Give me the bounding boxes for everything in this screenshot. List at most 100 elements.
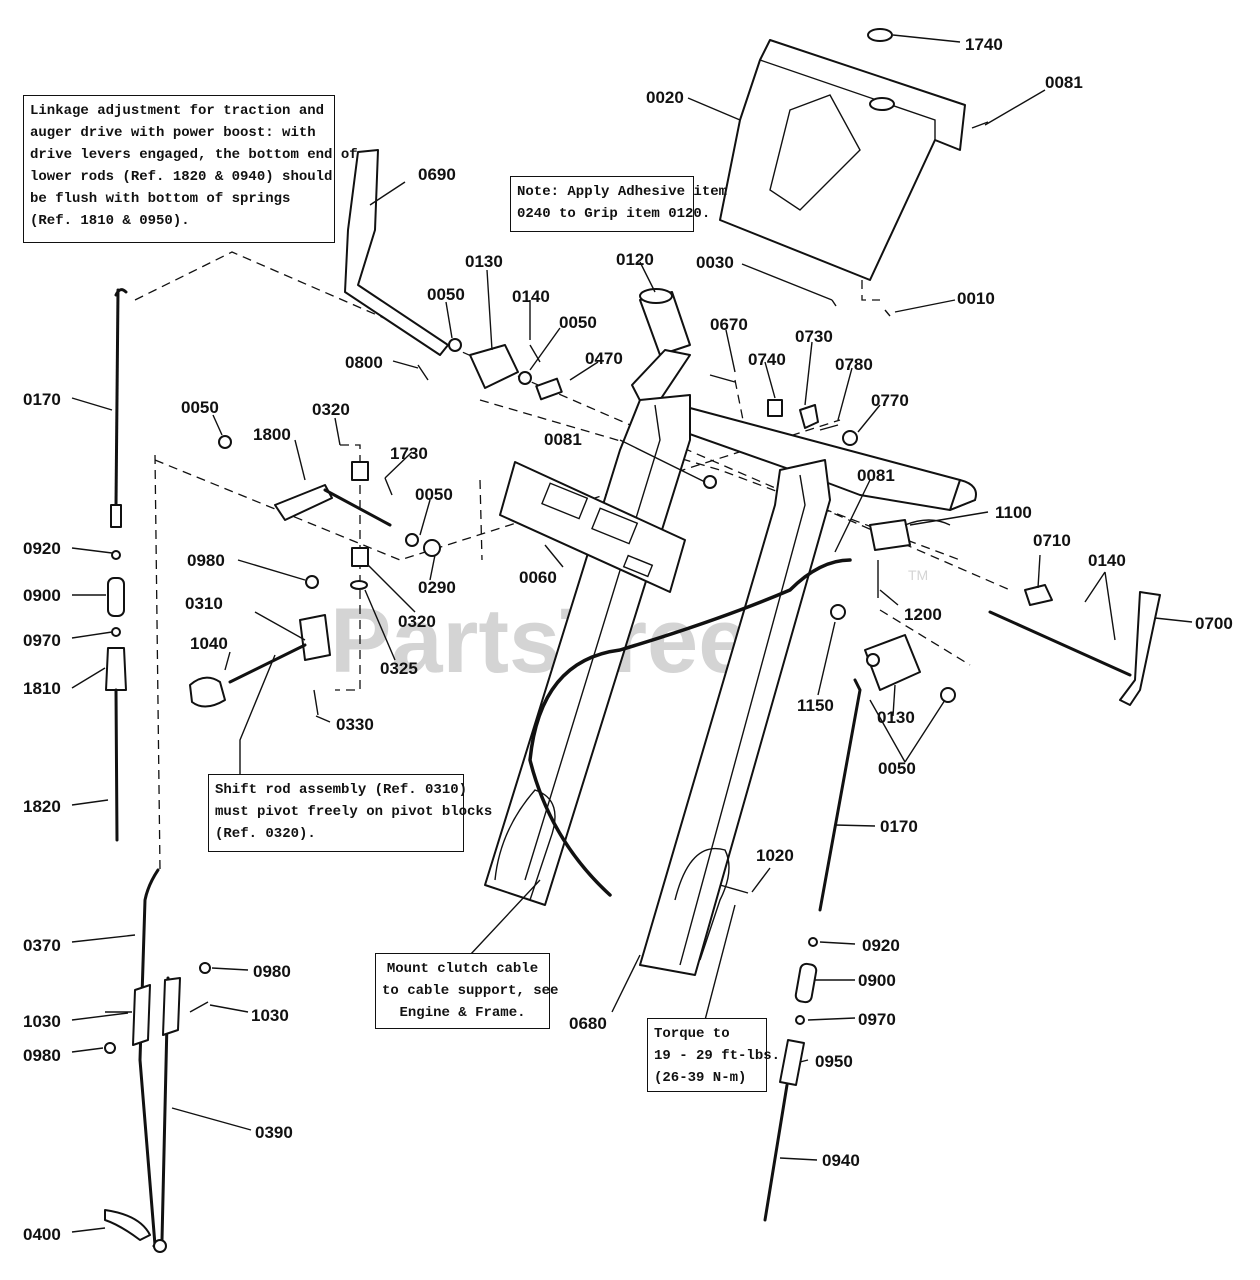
part-label: 1040 [190,634,228,653]
part-label: 1030 [251,1006,289,1025]
grip [639,288,691,356]
plug-button [867,28,893,42]
part-label: 0740 [748,350,786,369]
part-label: 0680 [569,1014,607,1033]
note-line: must pivot freely on pivot blocks [215,804,493,820]
right-handle-tube [639,459,831,976]
part-label: 0081 [857,466,895,485]
note-line: Linkage adjustment for traction and [30,103,325,119]
part-label: 0390 [255,1123,293,1142]
part-label: 0730 [795,327,833,346]
note-line: 0240 to Grip item 0120. [517,206,711,222]
part-label: 0700 [1195,614,1233,633]
part-label: 0710 [1033,531,1071,550]
part-label: 0170 [880,817,918,836]
part-label: 0970 [858,1010,896,1029]
note-line: auger drive with power boost: with [30,125,316,141]
part-label: 0120 [616,250,654,269]
part-label: 0400 [23,1225,61,1244]
note-line: Shift rod assembly (Ref. 0310) [215,782,468,798]
clutch-cable-note: Mount clutch cable to cable support, see… [375,953,559,1029]
part-label: 0290 [418,578,456,597]
part-label: 0140 [512,287,550,306]
linkage-arm [274,484,441,557]
part-label: 0170 [23,390,61,409]
part-label: 0980 [253,962,291,981]
part-label: 0060 [519,568,557,587]
note-line: drive levers engaged, the bottom end of [30,147,358,163]
part-label: 0980 [187,551,225,570]
part-label: 0470 [585,349,623,368]
part-label: 1100 [995,503,1032,522]
part-label: 1020 [756,846,794,865]
part-label: 1800 [253,425,291,444]
part-label: 0900 [858,971,896,990]
part-label: 0050 [427,285,465,304]
part-label: 1030 [23,1012,61,1031]
part-label: 0800 [345,353,383,372]
control-panel [719,39,966,281]
part-label: 1820 [23,797,61,816]
cable-support-plate [499,461,686,593]
part-label: 0140 [1088,551,1126,570]
part-label: 0130 [465,252,503,271]
part-label: 0920 [862,936,900,955]
clutch-cable [528,558,852,897]
note-line: (Ref. 1810 & 0950). [30,213,190,229]
note-line: lower rods (Ref. 1820 & 0940) should [30,169,333,185]
watermark-text: PartsTree [330,590,749,692]
note-line: be flush with bottom of springs [30,191,291,207]
shift-rod-assembly [189,461,369,716]
part-label: 0780 [835,355,873,374]
part-label: 1740 [965,35,1003,54]
part-label: 0130 [877,708,915,727]
note-line: Mount clutch cable [386,961,539,977]
part-label: 1200 [904,605,942,624]
control-bracket [869,519,951,551]
pivot-plate-upper [469,344,519,389]
note-line: Engine & Frame. [399,1005,526,1021]
part-label: 0081 [544,430,582,449]
left-linkage-rods [104,288,211,1253]
part-label: 0050 [878,759,916,778]
part-label: 1150 [797,696,834,715]
part-label: 0690 [418,165,456,184]
part-label: 0050 [559,313,597,332]
part-label: 0020 [646,88,684,107]
part-label: 0325 [380,659,418,678]
note-line: (Ref. 0320). [215,826,316,842]
watermark-tm: TM [908,567,928,583]
part-label: 0900 [23,586,61,605]
hardware [218,121,989,894]
part-label: 0670 [710,315,748,334]
part-label: 0920 [23,539,61,558]
adhesive-note: Note: Apply Adhesive item 0240 to Grip i… [510,176,728,232]
note-line: Note: Apply Adhesive item [517,184,728,200]
part-label: 0330 [336,715,374,734]
part-labels: 1740 0081 0020 0690 0120 0030 0010 0130 … [23,35,1233,1244]
note-line: 19 - 29 ft-lbs. [654,1048,781,1064]
part-label: 0050 [181,398,219,417]
linkage-adjustment-note: Linkage adjustment for traction and auge… [23,95,358,243]
part-label: 0950 [815,1052,853,1071]
part-label: 0980 [23,1046,61,1065]
part-label: 0970 [23,631,61,650]
leader-lines [71,34,1193,1233]
part-label: 0010 [957,289,995,308]
part-label: 0320 [398,612,436,631]
part-label: 1730 [390,444,428,463]
part-label: 0030 [696,253,734,272]
part-label: 0320 [312,400,350,419]
part-label: 0770 [871,391,909,410]
note-line: (26-39 N-m) [654,1070,747,1086]
right-linkage-rods [763,678,862,1222]
upper-handle [631,349,977,511]
part-label: 1810 [23,679,61,698]
shift-rod-note: Shift rod assembly (Ref. 0310) must pivo… [208,774,493,852]
right-drive-lever [988,584,1161,706]
part-label: 0310 [185,594,223,613]
note-line: to cable support, see [382,983,559,999]
part-label: 0940 [822,1151,860,1170]
part-label: 0050 [415,485,453,504]
